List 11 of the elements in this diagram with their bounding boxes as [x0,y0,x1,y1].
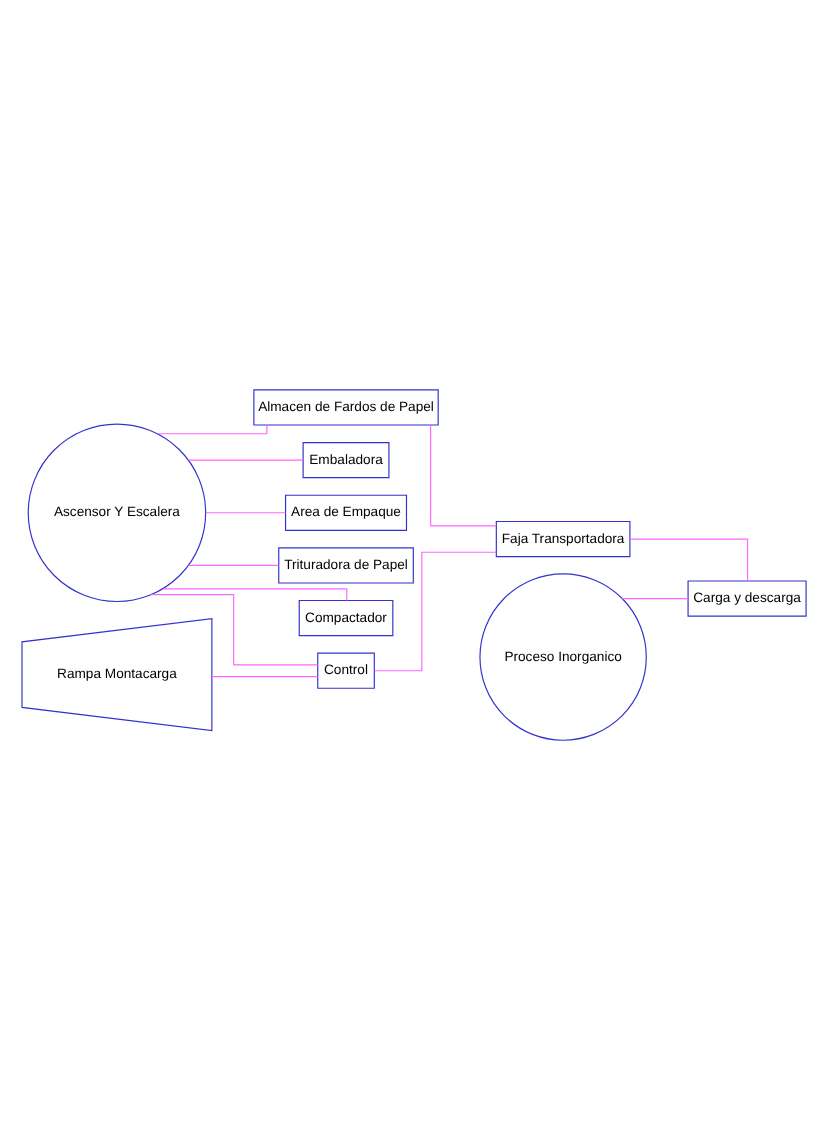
connector [211,676,319,678]
connector [430,424,497,527]
connector [205,512,287,514]
connector [187,459,304,461]
connector [374,551,497,672]
connector [150,594,319,666]
connector [162,588,348,601]
connector [156,424,268,435]
connector [187,564,280,566]
connector [621,598,689,600]
connector [629,538,749,582]
